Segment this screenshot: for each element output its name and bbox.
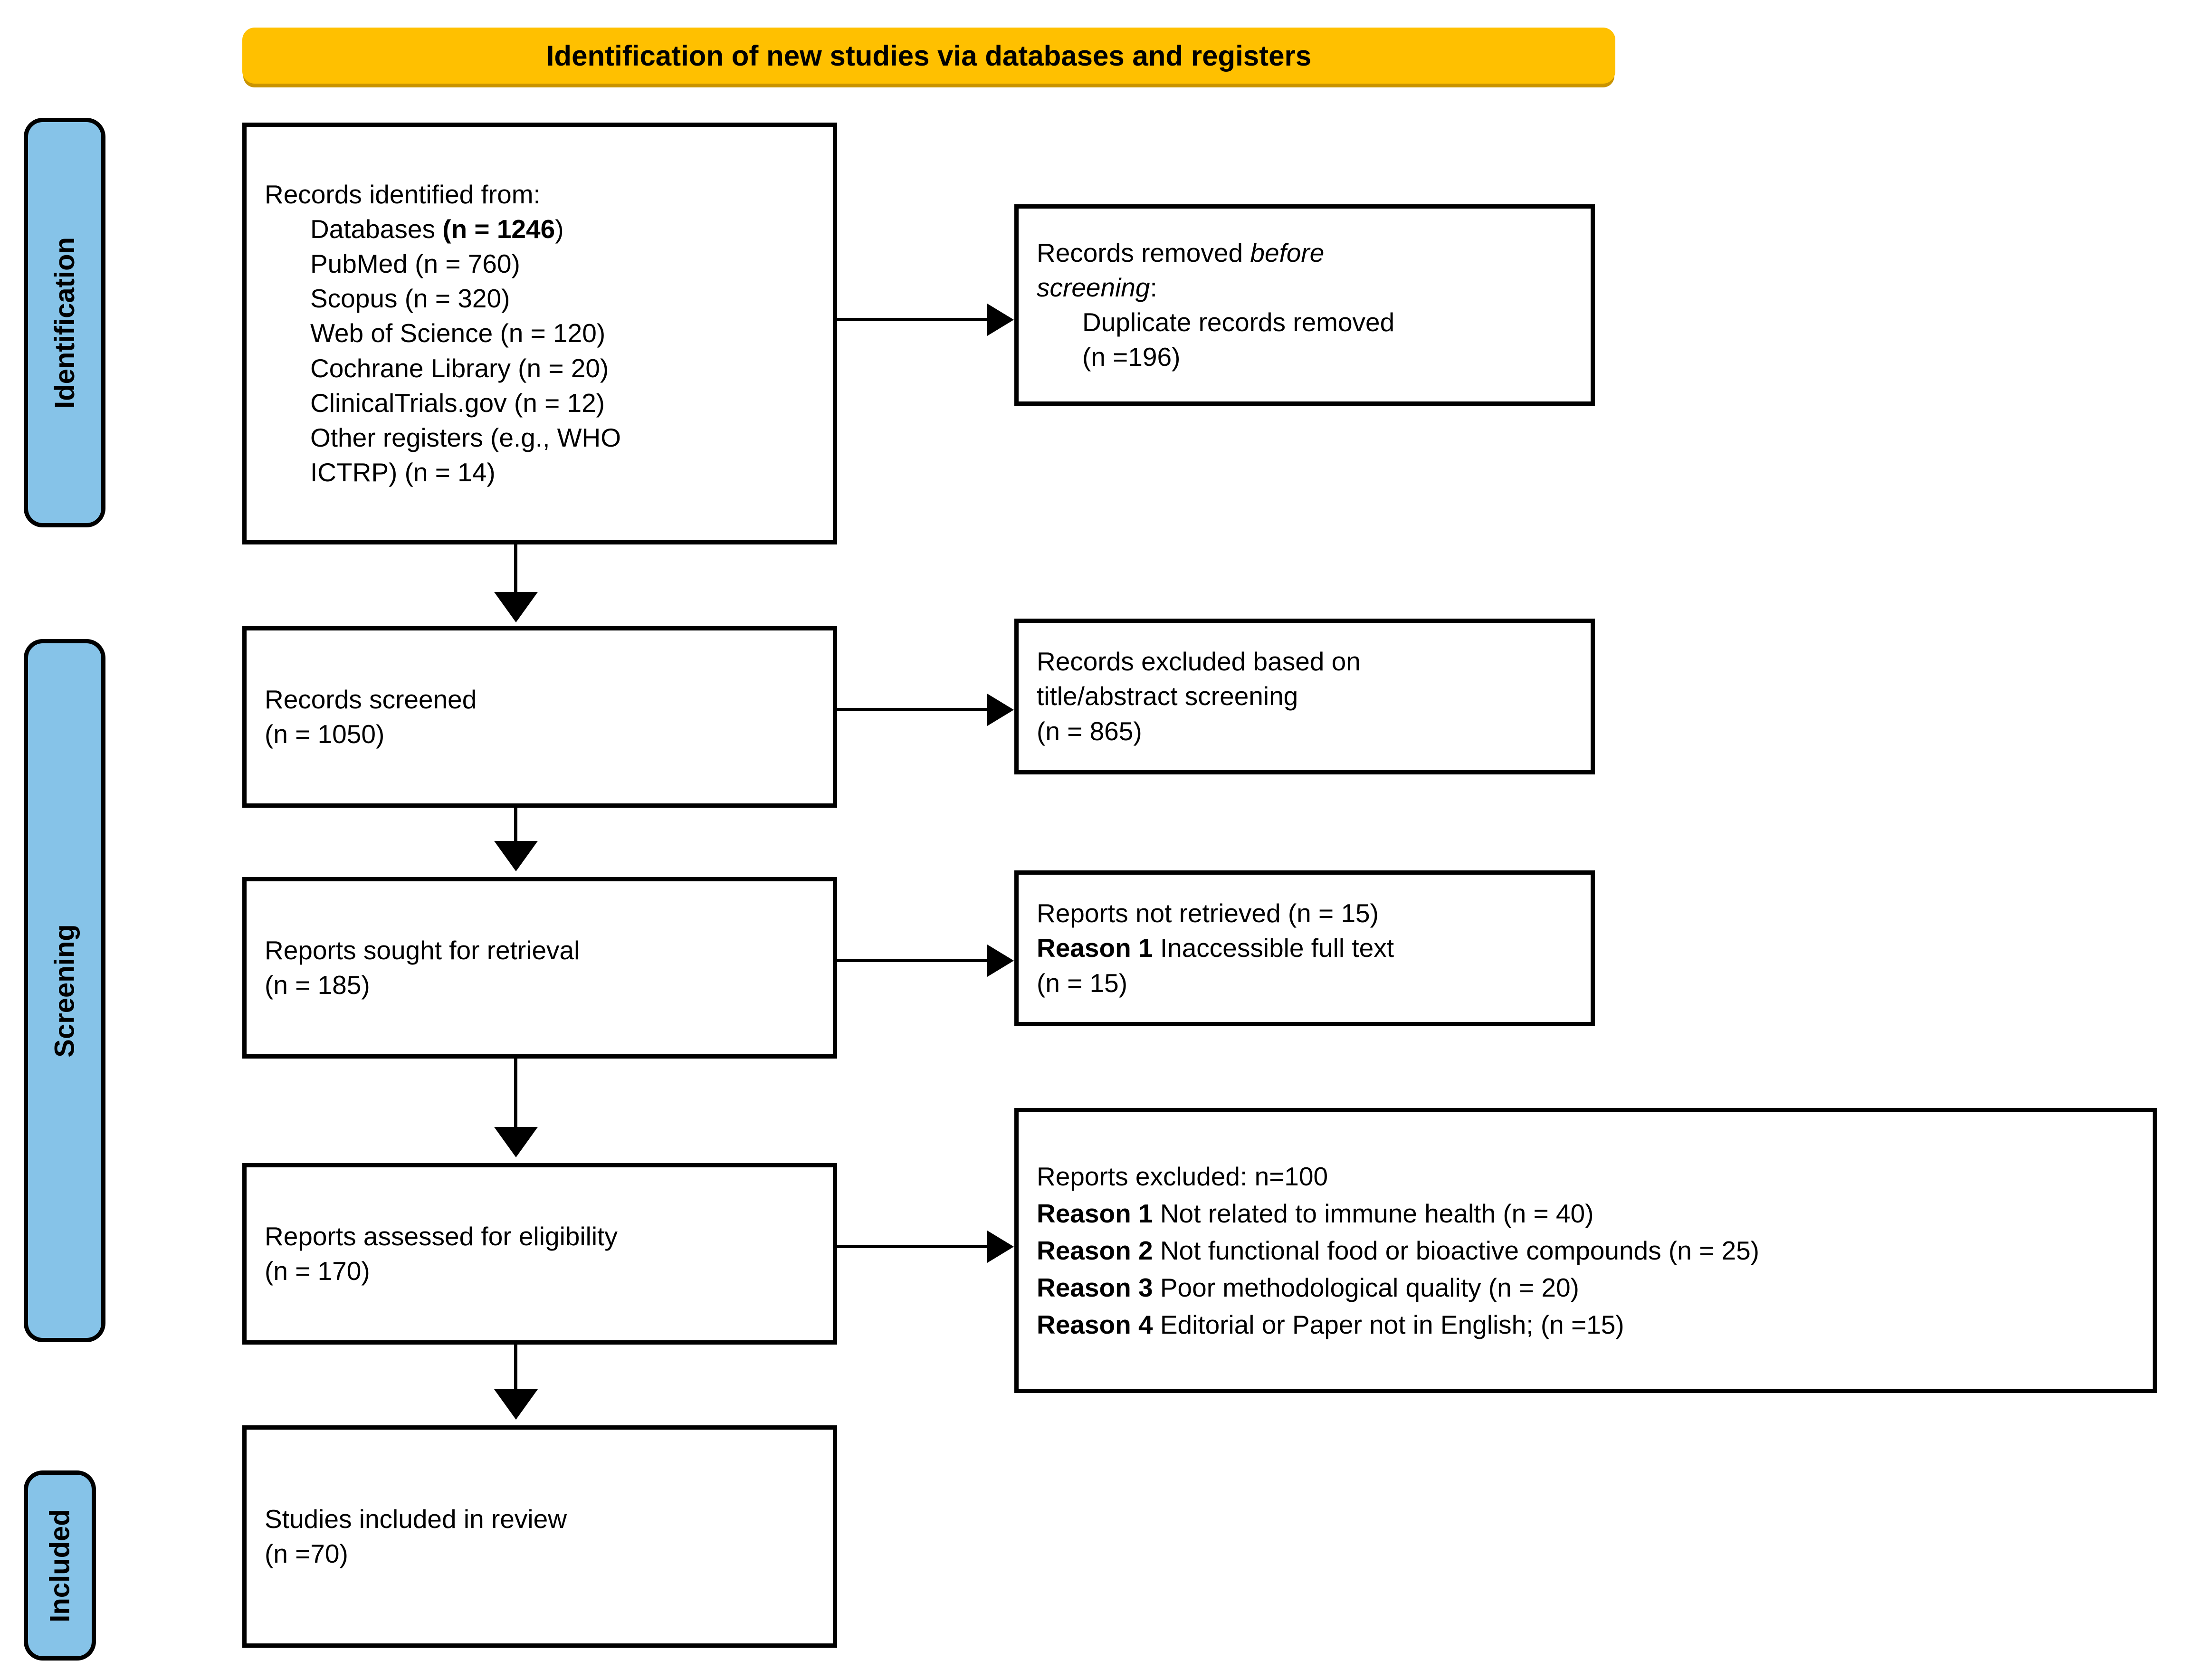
stage-tab-screening: Screening [24, 639, 105, 1342]
arrowhead-identified-to-removed [987, 304, 1014, 336]
box-reports-not-retrieved-text: Reports not retrieved (n = 15) Reason 1 … [1019, 896, 1591, 1000]
reports-excluded-reason-3: Reason 3 Poor methodological quality (n … [1037, 1273, 1579, 1303]
box-reports-assessed: Reports assessed for eligibility (n = 17… [242, 1163, 837, 1345]
source-line-other-registers: Other registers (e.g., WHO [310, 422, 621, 452]
stage-tab-identification-label: Identification [49, 237, 80, 409]
connector-assessed-to-included [514, 1345, 517, 1393]
box-records-identified-text: Records identified from: Databases (n = … [247, 177, 833, 490]
box-records-removed-text: Records removed before screening: Duplic… [1019, 236, 1591, 375]
connector-assessed-to-reports-excluded [837, 1245, 989, 1248]
records-removed-line-2: screening: [1037, 272, 1157, 302]
reports-assessed-line-2: (n = 170) [265, 1256, 370, 1286]
reports-assessed-line-1: Reports assessed for eligibility [265, 1221, 618, 1251]
box-reports-excluded: Reports excluded: n=100 Reason 1 Not rel… [1014, 1108, 2157, 1393]
stage-tab-screening-label: Screening [49, 924, 80, 1058]
connector-identified-to-screened [514, 544, 517, 596]
arrowhead-sought-to-assessed [494, 1127, 538, 1157]
box-reports-sought-text: Reports sought for retrieval (n = 185) [247, 933, 833, 1002]
arrowhead-assessed-to-included [494, 1389, 538, 1420]
studies-included-line-1: Studies included in review [265, 1504, 567, 1534]
arrowhead-identified-to-screened [494, 592, 538, 622]
connector-screened-to-sought [514, 808, 517, 845]
records-excluded-line-2: title/abstract screening [1037, 681, 1298, 711]
records-excluded-line-1: Records excluded based on [1037, 647, 1361, 677]
reports-excluded-header: Reports excluded: n=100 [1037, 1161, 1328, 1191]
arrowhead-assessed-to-reports-excluded [987, 1231, 1014, 1263]
arrowhead-screened-to-excluded [987, 694, 1014, 726]
reports-excluded-reason-1: Reason 1 Not related to immune health (n… [1037, 1198, 1594, 1228]
records-removed-line-1: Records removed before [1037, 238, 1325, 267]
records-screened-line-1: Records screened [265, 684, 477, 714]
connector-screened-to-excluded [837, 708, 989, 711]
box-records-screened: Records screened (n = 1050) [242, 626, 837, 808]
records-screened-line-2: (n = 1050) [265, 719, 385, 749]
connector-identified-to-removed [837, 318, 989, 321]
source-line-cochrane: Cochrane Library (n = 20) [310, 353, 609, 383]
records-identified-title: Records identified from: [265, 179, 541, 209]
reports-excluded-reason-4: Reason 4 Editorial or Paper not in Engli… [1037, 1310, 1624, 1340]
box-records-excluded-text: Records excluded based on title/abstract… [1019, 644, 1591, 748]
studies-included-line-2: (n =70) [265, 1539, 348, 1568]
records-excluded-line-3: (n = 865) [1037, 716, 1142, 746]
stage-tab-included-label: Included [44, 1508, 76, 1623]
stage-tab-identification: Identification [24, 118, 105, 527]
arrowhead-sought-to-not-retrieved [987, 945, 1014, 977]
box-reports-assessed-text: Reports assessed for eligibility (n = 17… [247, 1219, 833, 1289]
reports-excluded-reason-2: Reason 2 Not functional food or bioactiv… [1037, 1235, 1759, 1265]
source-line-ictrp: ICTRP) (n = 14) [310, 457, 496, 487]
source-line-clinicaltrials: ClinicalTrials.gov (n = 12) [310, 388, 605, 418]
box-records-removed: Records removed before screening: Duplic… [1014, 204, 1595, 406]
reports-not-retrieved-line-1: Reports not retrieved (n = 15) [1037, 898, 1379, 928]
source-line-scopus: Scopus (n = 320) [310, 284, 510, 314]
box-studies-included: Studies included in review (n =70) [242, 1425, 837, 1648]
banner-title: Identification of new studies via databa… [546, 39, 1312, 72]
reports-sought-line-1: Reports sought for retrieval [265, 935, 580, 965]
stage-tab-included: Included [24, 1470, 96, 1661]
reports-not-retrieved-line-3: (n = 15) [1037, 968, 1128, 998]
box-reports-not-retrieved: Reports not retrieved (n = 15) Reason 1 … [1014, 870, 1595, 1026]
reports-not-retrieved-line-2: Reason 1 Inaccessible full text [1037, 933, 1394, 963]
reports-sought-line-2: (n = 185) [265, 970, 370, 1000]
source-line-pubmed: PubMed (n = 760) [310, 249, 520, 279]
box-reports-excluded-text: Reports excluded: n=100 Reason 1 Not rel… [1019, 1158, 2153, 1343]
records-removed-line-4: (n =196) [1082, 342, 1181, 372]
source-line-web-of-science: Web of Science (n = 120) [310, 318, 606, 348]
records-removed-line-3: Duplicate records removed [1082, 307, 1395, 337]
connector-sought-to-not-retrieved [837, 959, 989, 962]
box-studies-included-text: Studies included in review (n =70) [247, 1502, 833, 1571]
source-line-databases: Databases (n = 1246) [310, 214, 564, 244]
diagram-header-banner: Identification of new studies via databa… [242, 28, 1615, 84]
box-records-screened-text: Records screened (n = 1050) [247, 682, 833, 752]
box-records-identified: Records identified from: Databases (n = … [242, 123, 837, 544]
arrowhead-screened-to-sought [494, 841, 538, 871]
connector-sought-to-assessed [514, 1059, 517, 1131]
box-reports-sought: Reports sought for retrieval (n = 185) [242, 877, 837, 1059]
box-records-excluded: Records excluded based on title/abstract… [1014, 619, 1595, 774]
